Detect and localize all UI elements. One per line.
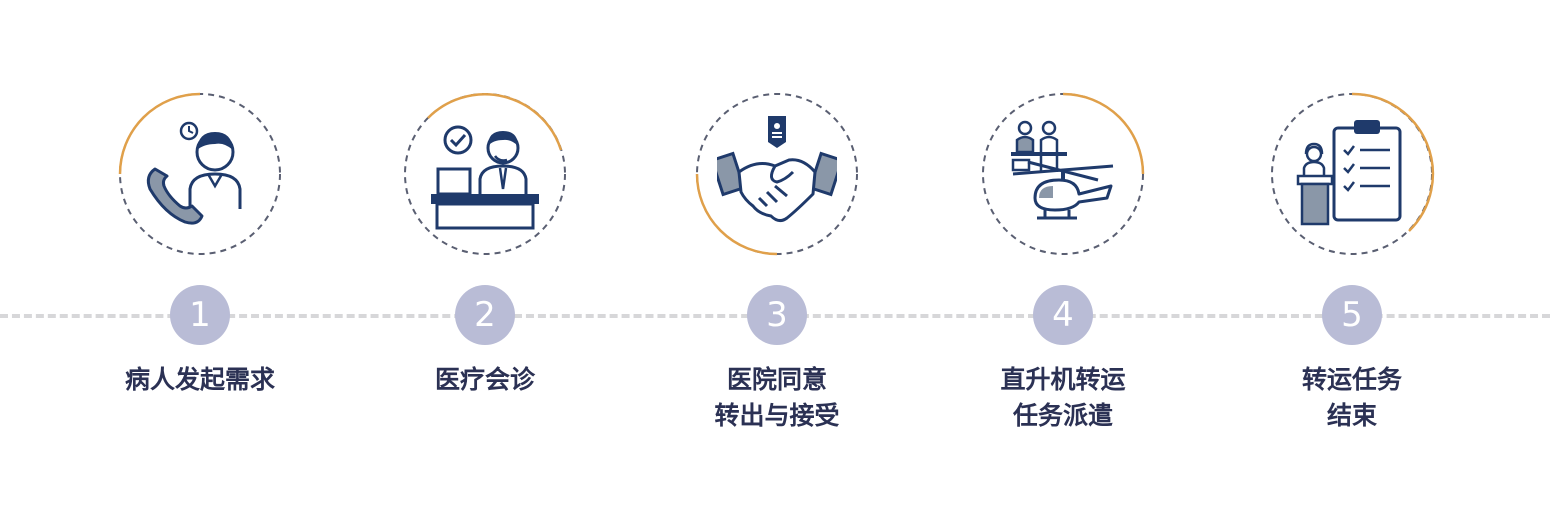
phone-call-agent-icon: [146, 121, 242, 225]
step-5-circle: [1268, 90, 1436, 258]
consultation-desk-icon: [431, 125, 539, 230]
step-number-badge: 4: [1033, 285, 1093, 345]
step-4-circle: [979, 90, 1147, 258]
step-number-badge: 5: [1322, 285, 1382, 345]
step-number-badge: 2: [455, 285, 515, 345]
step-label-line2: 转出与接受: [714, 401, 840, 430]
step-label-line1: 病人发起需求: [124, 365, 275, 394]
step-number-badge: 3: [747, 285, 807, 345]
step-label-line1: 转运任务: [1301, 365, 1402, 394]
handshake-icon: [717, 116, 837, 223]
helicopter-dispatch-icon: [1011, 120, 1114, 220]
step-3-circle: [693, 90, 861, 258]
step-2-circle: [401, 90, 569, 258]
step-2: 2 医疗会诊: [355, 0, 615, 514]
step-label: 直升机转运 任务派遣: [933, 362, 1193, 434]
checklist-clipboard-icon: [1296, 120, 1402, 226]
step-5: 5 转运任务 结束: [1222, 0, 1482, 514]
step-label-line1: 医疗会诊: [434, 365, 535, 394]
step-1: 1 病人发起需求: [70, 0, 330, 514]
step-number-badge: 1: [170, 285, 230, 345]
step-label: 病人发起需求: [70, 362, 330, 398]
step-label-line2: 任务派遣: [1012, 401, 1113, 430]
step-label-line2: 结束: [1326, 401, 1377, 430]
step-label-line1: 直升机转运: [1000, 365, 1126, 394]
step-4: 4 直升机转运 任务派遣: [933, 0, 1193, 514]
step-label: 医疗会诊: [355, 362, 615, 398]
step-label-line1: 医院同意: [726, 365, 827, 394]
step-label: 转运任务 结束: [1222, 362, 1482, 434]
step-label: 医院同意 转出与接受: [647, 362, 907, 434]
step-1-circle: [116, 90, 284, 258]
step-3: 3 医院同意 转出与接受: [647, 0, 907, 514]
